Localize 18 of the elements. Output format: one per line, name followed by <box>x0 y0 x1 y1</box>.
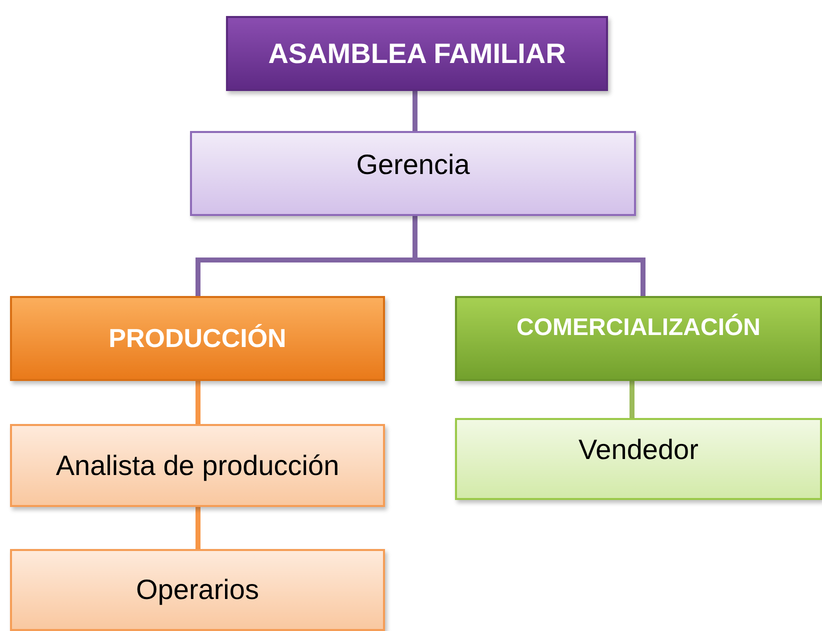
org-box <box>10 424 385 507</box>
org-box <box>455 418 822 500</box>
node-label: Analista de producción <box>56 450 340 482</box>
org-box <box>226 16 608 91</box>
node-label: Gerencia <box>356 149 470 181</box>
org-box <box>10 549 385 631</box>
node-label: ASAMBLEA FAMILIAR <box>268 38 566 70</box>
org-box <box>190 131 636 216</box>
node-label: Vendedor <box>578 434 698 466</box>
node-label: Operarios <box>136 574 259 606</box>
node-label: COMERCIALIZACIÓN <box>516 314 760 342</box>
connector-line <box>630 381 634 418</box>
node-label: PRODUCCIÓN <box>108 323 286 354</box>
connector-line <box>412 91 418 131</box>
org-box <box>455 296 822 381</box>
org-box <box>10 296 385 381</box>
connector-line <box>196 381 200 424</box>
connector-line <box>196 507 200 549</box>
